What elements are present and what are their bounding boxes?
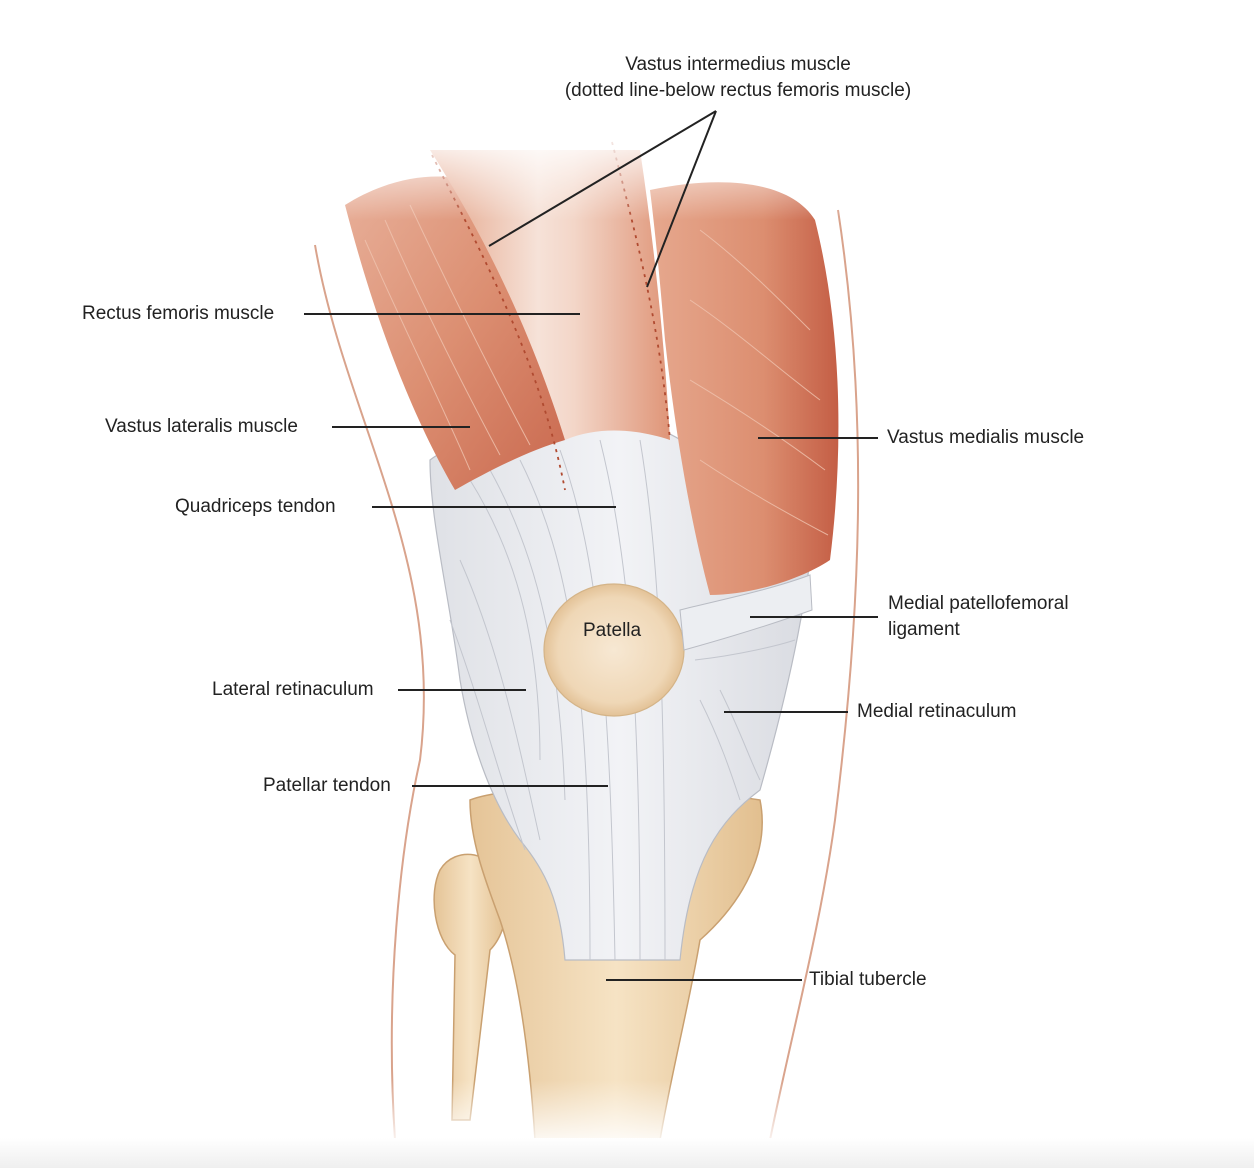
vastus-medialis-shape	[650, 182, 839, 595]
label-vastus-intermedius: Vastus intermedius muscle (dotted line-b…	[520, 52, 956, 104]
label-mpfl-line1: Medial patellofemoral	[888, 593, 1069, 614]
label-vastus-intermedius-line1: Vastus intermedius muscle	[625, 54, 851, 75]
label-lateral-retinaculum: Lateral retinaculum	[212, 679, 374, 700]
label-mpfl: Medial patellofemoral ligament	[888, 591, 1069, 643]
fibula-head	[433, 853, 508, 1121]
label-medial-retinaculum: Medial retinaculum	[857, 701, 1017, 722]
label-tibial-tubercle: Tibial tubercle	[809, 969, 927, 990]
rectus-femoris-shape	[430, 150, 670, 440]
label-quadriceps-tendon: Quadriceps tendon	[175, 496, 336, 517]
muscle-striations	[364, 204, 829, 536]
skin-outline-medial	[769, 209, 860, 1141]
label-patella: Patella	[583, 620, 642, 641]
skin-outline-lateral	[314, 244, 425, 1141]
bottom-fade	[0, 1138, 1254, 1168]
patella-bone	[543, 583, 685, 717]
leader-vastus-intermedius-2	[646, 110, 717, 288]
label-patellar-tendon: Patellar tendon	[263, 775, 391, 796]
label-rectus-femoris: Rectus femoris muscle	[82, 303, 275, 324]
label-vastus-lateralis: Vastus lateralis muscle	[105, 416, 298, 437]
label-vastus-medialis: Vastus medialis muscle	[887, 427, 1085, 448]
leader-lines	[304, 110, 878, 981]
leader-vastus-intermedius-1	[488, 110, 717, 247]
label-mpfl-line2: ligament	[888, 619, 960, 640]
mpfl-band	[679, 574, 813, 651]
label-vastus-intermedius-line2: (dotted line-below rectus femoris muscle…	[564, 80, 912, 101]
